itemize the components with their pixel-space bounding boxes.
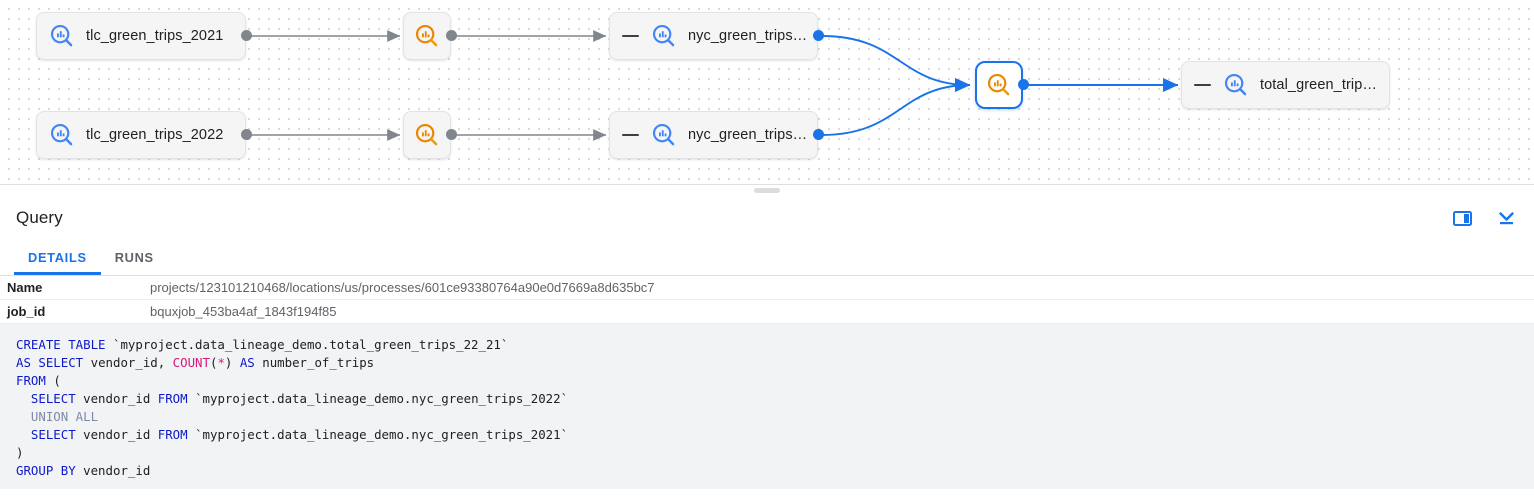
bigquery-blue-icon — [652, 24, 675, 47]
detail-key: job_id — [7, 304, 46, 319]
panel-resize-handle[interactable] — [754, 188, 780, 193]
lineage-port-out[interactable] — [813, 30, 824, 41]
lineage-canvas[interactable]: tlc_green_trips_2021 nyc_green_trips… — [0, 0, 1534, 184]
page-title: Query — [16, 208, 63, 227]
lineage-node-nyc-green-trips-2021[interactable]: nyc_green_trips… — [609, 12, 818, 60]
bigquery-orange-icon — [987, 73, 1010, 96]
table-row: job_id bquxjob_453ba4af_1843f194f85 — [0, 300, 1534, 324]
bigquery-blue-icon — [50, 123, 73, 146]
lineage-port-out[interactable] — [241, 30, 252, 41]
tab-details[interactable]: DETAILS — [14, 239, 101, 275]
sql-line: GROUP BY vendor_id — [16, 463, 151, 478]
sql-line: CREATE TABLE `myproject.data_lineage_dem… — [16, 337, 509, 352]
lineage-node-total-green-trips[interactable]: total_green_trip… — [1181, 61, 1390, 109]
split-panel-icon[interactable] — [1450, 206, 1474, 230]
lineage-node-label: tlc_green_trips_2021 — [86, 28, 224, 44]
sql-line: SELECT vendor_id FROM `myproject.data_li… — [16, 427, 569, 442]
sql-lines: CREATE TABLE `myproject.data_lineage_dem… — [0, 336, 1534, 480]
table-row: Name projects/123101210468/locations/us/… — [0, 276, 1534, 300]
lineage-node-label: nyc_green_trips… — [688, 127, 808, 143]
split-panel-glyph — [1452, 210, 1472, 226]
collapse-down-glyph — [1498, 211, 1514, 224]
collapse-toggle-icon[interactable] — [1194, 83, 1211, 87]
query-panel-header: Query — [0, 196, 1534, 240]
lineage-node-tlc-green-trips-2021[interactable]: tlc_green_trips_2021 — [36, 12, 246, 60]
collapse-panel-icon[interactable] — [1494, 206, 1518, 230]
detail-value: bquxjob_453ba4af_1843f194f85 — [150, 304, 337, 319]
tab-runs[interactable]: RUNS — [114, 249, 154, 265]
lineage-port-out[interactable] — [446, 129, 457, 140]
lineage-port-out[interactable] — [241, 129, 252, 140]
lineage-node-process-2[interactable] — [403, 111, 451, 159]
lineage-node-process-1[interactable] — [403, 12, 451, 60]
sql-line: FROM ( — [16, 373, 61, 388]
sql-line: UNION ALL — [16, 409, 99, 424]
lineage-edges — [248, 30, 1179, 141]
panel-tabs: DETAILS RUNS — [0, 240, 1534, 276]
bigquery-orange-icon — [415, 123, 438, 146]
lineage-port-out[interactable] — [446, 30, 457, 41]
lineage-node-process-selected[interactable] — [975, 61, 1023, 109]
sql-line: AS SELECT vendor_id, COUNT(*) AS number_… — [16, 355, 375, 370]
lineage-node-label: nyc_green_trips… — [688, 28, 808, 44]
bigquery-blue-icon — [652, 123, 675, 146]
lineage-node-label: tlc_green_trips_2022 — [86, 127, 224, 143]
lineage-node-label: total_green_trip… — [1260, 77, 1377, 93]
collapse-toggle-icon[interactable] — [622, 133, 639, 137]
sql-code-block[interactable]: CREATE TABLE `myproject.data_lineage_dem… — [0, 324, 1534, 489]
detail-key: Name — [7, 280, 43, 295]
lineage-node-nyc-green-trips-2022[interactable]: nyc_green_trips… — [609, 111, 818, 159]
sql-line: ) — [16, 445, 24, 460]
panel-actions — [1450, 206, 1518, 230]
bigquery-orange-icon — [415, 24, 438, 47]
panel-resize-row — [0, 184, 1534, 196]
sql-line: SELECT vendor_id FROM `myproject.data_li… — [16, 391, 569, 406]
lineage-node-tlc-green-trips-2022[interactable]: tlc_green_trips_2022 — [36, 111, 246, 159]
bigquery-blue-icon — [1224, 73, 1247, 96]
detail-value: projects/123101210468/locations/us/proce… — [150, 280, 655, 295]
lineage-port-out[interactable] — [813, 129, 824, 140]
details-table: Name projects/123101210468/locations/us/… — [0, 276, 1534, 324]
collapse-toggle-icon[interactable] — [622, 34, 639, 38]
lineage-port-out[interactable] — [1018, 79, 1029, 90]
bigquery-blue-icon — [50, 24, 73, 47]
